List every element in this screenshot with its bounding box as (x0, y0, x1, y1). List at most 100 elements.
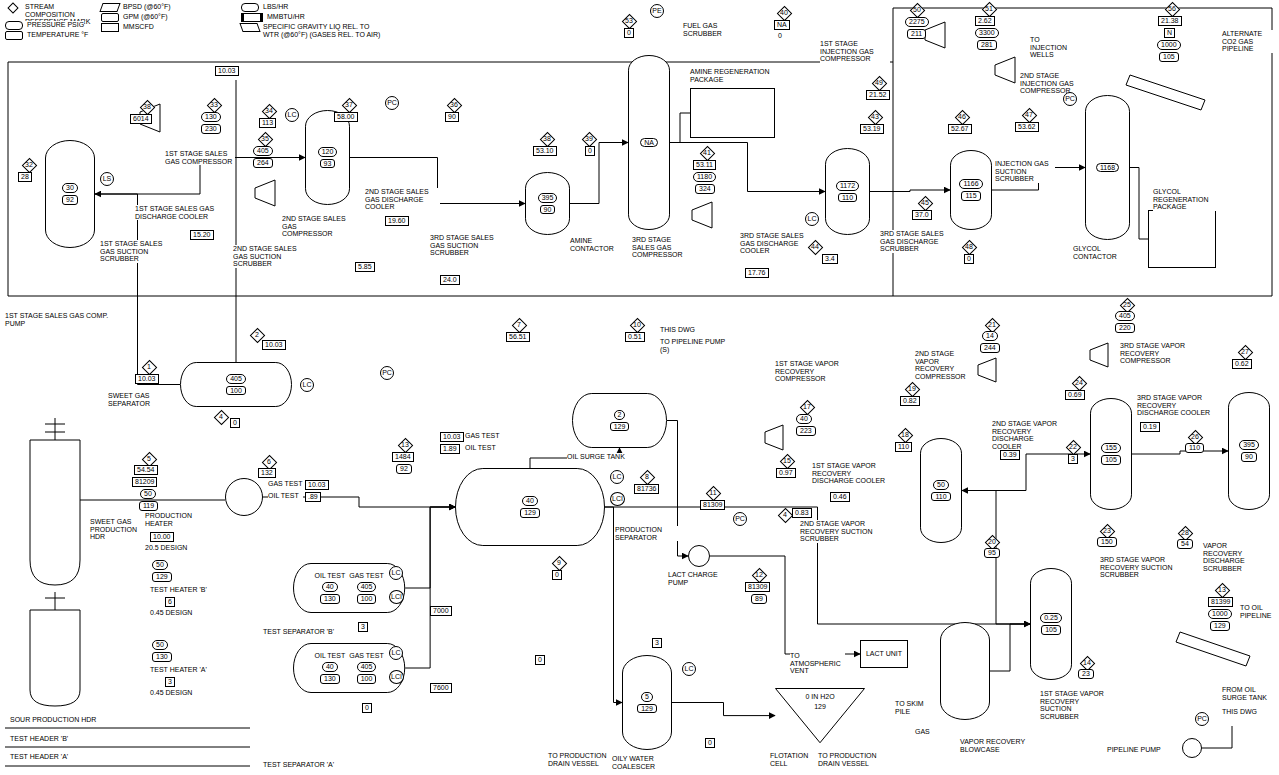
temperature-value: 130 (320, 674, 340, 684)
stream-number: 27 (1238, 345, 1252, 359)
temperature-value: 129 (520, 508, 540, 518)
temperature-value: 281 (977, 40, 997, 50)
note-label: 1ST STAGE SALES GAS COMP. PUMP (5, 312, 125, 327)
equipment-text: 0 IN H2O (805, 693, 834, 701)
flow-value: 56.51 (506, 332, 530, 342)
legend-sample (5, 31, 23, 40)
instrument-tag: PC (1063, 92, 1077, 106)
equipment-name: PRODUCTION SEPARATOR (615, 526, 680, 541)
note-label: 1ST STAGE SALES GAS DISCHARGE COOLER (135, 205, 215, 220)
equipment: NAAMINE CONTACTOR (628, 55, 670, 230)
legend-text: GPM (@60°F) (123, 13, 168, 21)
flow-value: 81399 (1208, 597, 1233, 607)
note-label: TO OIL PIPELINE (1240, 604, 1276, 619)
pressure-value: 1166 (959, 179, 982, 189)
stream-number: 34 (262, 104, 276, 118)
vessel-outline (1091, 399, 1132, 510)
vessel-outline (181, 363, 292, 407)
note-label: 1ST STAGE VAPOR RECOVERY DISCHARGE COOLE… (812, 462, 887, 485)
equipment: LACT CHARGE PUMP (688, 545, 710, 567)
section-frame (8, 8, 1272, 296)
stream-number: 8 (640, 470, 654, 484)
stream-number: 26 (1188, 430, 1202, 444)
pipe-connector (1130, 168, 1148, 240)
pressure-value: 155 (1101, 443, 1121, 453)
flow-value: 90 (445, 112, 459, 122)
pressure-value: 405 (1115, 311, 1135, 321)
instrument-tag: LC (610, 470, 624, 484)
legend-sample (5, 21, 23, 30)
vessel-outline (526, 173, 570, 235)
pressure-value: 405 (226, 374, 246, 384)
stream-number: 53 (622, 14, 636, 28)
compressor-symbol (692, 202, 712, 228)
pressure-value: 395 (1239, 440, 1259, 450)
note-label: 2ND STAGE SALES GAS COMPRESSOR (282, 215, 347, 238)
note-label: 0.45 DESIGN (150, 689, 210, 697)
flow-value: NA (774, 20, 790, 30)
flow-value: 3.4 (822, 254, 838, 264)
stream-number: 17 (800, 400, 814, 414)
equipment-name: 3RD STAGE SALES GAS DISCHARGE SCRUBBER (880, 230, 955, 253)
equipment-outline (825, 148, 870, 235)
stream-number: 12 (752, 568, 766, 582)
equipment-outline (1182, 738, 1202, 758)
stream-number: 4 (214, 410, 228, 424)
compressor-symbol (255, 180, 275, 206)
flow-value: 113 (259, 118, 276, 128)
pipeline-symbol (1126, 75, 1205, 110)
flow-value: 3 (1068, 454, 1078, 464)
stream-number: 19 (905, 382, 919, 396)
instrument-tag: PC (733, 512, 747, 526)
stream-number: 35 (258, 132, 272, 146)
flow-value: 110 (895, 442, 912, 452)
vessel-outline (306, 111, 350, 205)
equipment-text: GAS TEST (349, 572, 384, 580)
pressure-value: 14 (982, 331, 998, 341)
equipment-outline (1090, 398, 1132, 510)
note-label: TO PRODUCTION DRAIN VESSEL (548, 752, 608, 767)
temperature-value: 92 (62, 195, 78, 205)
flow-value: 53.10 (533, 146, 557, 156)
equipment-body (690, 88, 775, 138)
note-label: SWEET GAS PRODUCTION HDR (90, 518, 135, 541)
stream-number: 38 (540, 132, 554, 146)
legend-text: MMSCFD (123, 23, 154, 31)
vessel-outline (623, 656, 672, 750)
compressor-symbol (925, 22, 945, 48)
equipment-outline (225, 478, 263, 516)
flow-value: 0.97 (776, 468, 796, 478)
stream-number: 22 (1066, 440, 1080, 454)
note-label: GAS TEST (465, 432, 505, 440)
instrument-tag: LC (300, 378, 314, 392)
instrument-tag: PE (650, 4, 664, 18)
equipment-outline (455, 468, 605, 546)
flow-value: 10.03 (262, 340, 286, 350)
flow-value: 7600 (430, 683, 452, 693)
stream-number: 33 (207, 98, 221, 112)
instrument-tag: PC (385, 96, 399, 110)
equipment-outline (45, 140, 95, 248)
legend-sample (7, 2, 18, 13)
temperature-value: 150 (1097, 537, 1117, 547)
pressure-value: 40 (322, 582, 338, 592)
note-label: 3RD STAGE VAPOR RECOVERY DISCHARGE COOLE… (1137, 394, 1212, 417)
temperature-value: 89 (751, 594, 767, 604)
temperature-value: 105 (1159, 52, 1179, 62)
legend-sample (99, 3, 120, 12)
equipment: GLYCOL REGENERATION PACKAGE (1148, 210, 1216, 268)
legend-text: BPSD (@60°F) (123, 3, 171, 11)
flow-value: 0 (705, 738, 715, 748)
temperature-value: 220 (1115, 323, 1135, 333)
stream-number: 56 (1165, 2, 1179, 16)
flow-value: 53.62 (1015, 122, 1039, 132)
instrument-tag: LC (682, 662, 696, 676)
flow-value: 0.19 (1140, 422, 1160, 432)
instrument-tag: LC (285, 108, 299, 122)
equipment-name: FLOTATION CELL (770, 752, 815, 767)
legend-text: PRESSURE PSIG (27, 21, 84, 29)
legend-entry: PRESSURE PSIG (4, 21, 84, 30)
equipment-name: 3RD STAGE VAPOR RECOVERY SUCTION SCRUBBE… (1100, 556, 1185, 579)
stream-number: 40 (777, 6, 791, 20)
